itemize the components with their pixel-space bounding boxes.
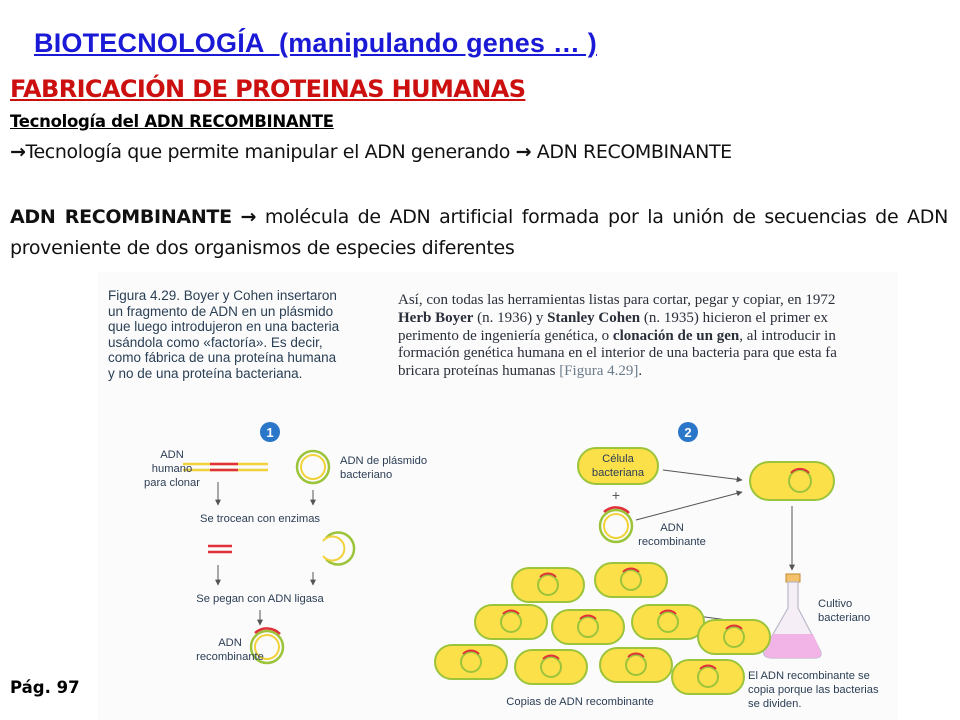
label-plasmid-2: bacteriano (340, 469, 392, 481)
book-text-fragment: bricara proteínas humanas (398, 363, 560, 380)
svg-text:2: 2 (684, 425, 691, 440)
book-name-cohen: Stanley Cohen (547, 309, 641, 326)
bacterium-copy (474, 604, 548, 640)
book-text-fragment: (n. 1936) y (473, 309, 548, 326)
plus-icon: + (612, 487, 620, 503)
book-text-fragment: perimento de ingeniería genética, o (398, 327, 613, 344)
arrow-icon (662, 469, 743, 483)
definition-paragraph: ADN RECOMBINANTE → molécula de ADN artif… (10, 202, 948, 264)
label-cut-enzymes: Se trocean con enzimas (200, 513, 320, 525)
culture-flask-icon (763, 573, 822, 659)
bacterium-copy (551, 609, 625, 645)
label-recombinant-2-2: recombinante (638, 536, 706, 548)
book-text-line: formación genética humana en el interior… (398, 345, 837, 362)
label-ligase: Se pegan con ADN ligasa (196, 593, 324, 605)
right-arrow-icon: → (10, 141, 26, 163)
bacterial-cell (577, 447, 659, 485)
label-human-dna-3: para clonar (144, 477, 200, 489)
book-text-line: Así, con todas las herramientas listas p… (398, 292, 836, 308)
step-1-badge: 1 (260, 422, 280, 442)
label-note-1: El ADN recombinante se (748, 670, 870, 682)
human-dna-strand (183, 462, 268, 472)
book-name-boyer: Herb Boyer (398, 309, 474, 326)
technology-text-b: ADN RECOMBINANTE (531, 141, 732, 163)
book-text-fragment: (n. 1935) hicieron el primer ex (640, 309, 828, 326)
label-recombinant-1: ADN (218, 637, 242, 649)
right-arrow-icon: → (515, 141, 532, 163)
right-arrow-icon: → (240, 206, 257, 228)
label-plasmid-1: ADN de plásmido (340, 455, 427, 467)
figure-reference: [Figura 4.29] (559, 363, 639, 380)
bacterium-copy (511, 567, 585, 603)
svg-text:1: 1 (266, 425, 273, 440)
bacterium-copy (434, 644, 508, 680)
technology-heading: Tecnología del ADN RECOMBINANTE (10, 112, 334, 131)
label-recombinant-2: recombinante (196, 651, 264, 663)
technology-text-a: Tecnología que permite manipular el ADN … (25, 141, 516, 163)
arrow-icon (635, 490, 743, 521)
bacterium-copy (599, 647, 673, 683)
label-culture-2: bacteriano (818, 612, 870, 624)
book-text-fragment: , al introducir in (739, 327, 836, 344)
section-subtitle: FABRICACIÓN DE PROTEINAS HUMANAS (10, 75, 526, 103)
recombinant-plasmid (598, 506, 634, 544)
label-recombinant-2-1: ADN (660, 522, 684, 534)
label-culture-1: Cultivo (818, 598, 852, 610)
bacterium-copy (671, 659, 745, 695)
label-cell-2: bacteriana (592, 467, 645, 479)
label-cell-1: Célula (602, 453, 634, 465)
label-human-dna-2: humano (152, 463, 192, 475)
bacterial-plasmid (295, 449, 331, 485)
bacterium-copy (697, 619, 771, 655)
page-title: BIOTECNOLOGÍA (manipulando genes … ) (34, 28, 597, 58)
page-reference: Pág. 97 (10, 678, 80, 697)
bacterium-copy (514, 649, 588, 685)
label-copies: Copias de ADN recombinante (506, 696, 653, 708)
dna-fragment (208, 544, 232, 554)
bacteria-copies (434, 562, 771, 695)
figure-caption: Figura 4.29. Boyer y Cohen insertaron un… (108, 288, 340, 381)
label-note-2: copia porque las bacterias (748, 684, 879, 696)
bacterium-copy (594, 562, 668, 598)
book-text-fragment: . (638, 363, 643, 380)
book-term-cloning: clonación de un gen (612, 327, 740, 344)
open-plasmid (322, 531, 356, 566)
transformed-bacterium (749, 461, 835, 501)
step-2-badge: 2 (678, 422, 698, 442)
recombinant-plasmid (249, 627, 285, 665)
label-human-dna-1: ADN (160, 449, 184, 461)
technology-description: →Tecnología que permite manipular el ADN… (10, 141, 732, 163)
bacterium-copy (631, 604, 705, 640)
definition-text: molécula de ADN artificial formada por l… (10, 206, 948, 259)
label-note-3: se dividen. (748, 698, 802, 710)
textbook-paragraph: Así, con todas las herramientas listas p… (398, 292, 898, 381)
definition-term: ADN RECOMBINANTE (10, 206, 232, 228)
